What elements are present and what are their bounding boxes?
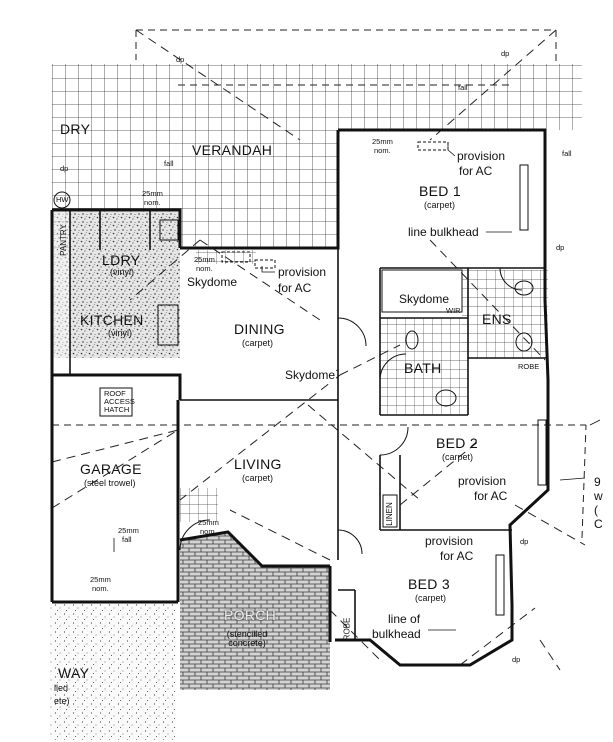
room-floor-bed3: (carpet): [415, 593, 447, 603]
dim-bed1-b: nom.: [374, 146, 391, 155]
label-roof-access-c: HATCH: [104, 405, 130, 414]
room-floor-kitchen: (vinyl): [108, 328, 132, 338]
room-label-dry-outdoor: DRY: [60, 121, 91, 137]
label-dp-3: dp: [60, 164, 69, 173]
label-pantry: PANTRY: [58, 224, 68, 256]
leaders: [113, 142, 601, 631]
dim-dining: 25mm: [194, 255, 215, 264]
room-label-porch: PORCH: [224, 607, 277, 623]
dim-garage-fall-b: fall: [122, 535, 132, 544]
internal-walls: [69, 210, 548, 640]
ldry-kitchen-vinyl: [70, 212, 180, 358]
dim-porch-b: nom.: [200, 527, 217, 536]
label-robe-bed3: ROBE: [342, 617, 352, 641]
edge-text-d: C: [594, 517, 603, 531]
note-line-bulkhead: line bulkhead: [408, 225, 479, 239]
label-dp-5: dp: [520, 537, 529, 546]
room-label-kitchen: KITCHEN: [80, 312, 144, 328]
dim-garage-nom-b: nom.: [92, 584, 109, 593]
verandah-grid: [52, 64, 582, 130]
living-entry-tiles: [180, 488, 218, 522]
dim-ldry-b: nom.: [144, 198, 161, 207]
room-label-ens: ENS: [482, 311, 512, 327]
note-provision-dining-b: for AC: [278, 281, 312, 295]
room-label-bed1: BED 1: [418, 183, 462, 199]
label-linen: LINEN: [384, 502, 394, 526]
room-floor-living: (carpet): [242, 473, 274, 483]
dim-porch: 25mm: [198, 518, 219, 527]
note-provision-dining: provision: [278, 265, 327, 279]
dim-ldry: 25mm: [142, 189, 163, 198]
dim-garage-fall: 25mm: [118, 526, 139, 535]
dim-bed1: 25mm: [372, 137, 393, 146]
room-floor-driveway-b: ete): [54, 696, 70, 706]
room-floor-porch: (stencilled concrete): [226, 629, 268, 648]
note-skydome-wir: Skydome: [398, 292, 451, 306]
door-swings: [179, 267, 523, 555]
label-fall-1: fall: [458, 83, 468, 92]
room-floor-bed2: (carpet): [442, 452, 474, 462]
label-wir: WIR: [446, 306, 461, 315]
room-label-bed3: BED 3: [408, 576, 450, 592]
note-skydome-bath: Skydome: [284, 368, 337, 382]
edge-text-c: (: [594, 503, 598, 517]
note-provision-bed3: provision: [425, 534, 474, 548]
note-provision-bed1: provision: [457, 149, 506, 163]
label-fall-3: fall: [562, 149, 572, 158]
note-line-of-bulkhead-b: bulkhead: [372, 627, 421, 641]
label-fall-2: fall: [164, 159, 174, 168]
pantry-vinyl: [52, 212, 70, 358]
room-floor-dining: (carpet): [242, 338, 274, 348]
fixtures: [53, 141, 547, 616]
room-floor-driveway-a: lled: [54, 683, 69, 693]
note-provision-bed3-b: for AC: [440, 549, 474, 563]
room-floor-bed1: (carpet): [424, 200, 456, 210]
label-dp-4: dp: [556, 243, 565, 252]
ens-tiles: [462, 270, 548, 358]
external-walls: [50, 128, 550, 667]
room-floor-ldry: (vinyl): [110, 267, 134, 277]
porch-concrete: [180, 532, 330, 690]
driveway-concrete: [50, 602, 176, 740]
room-label-bed2: BED 2: [436, 435, 478, 451]
label-roof-access: ROOF: [104, 389, 126, 398]
room-label-garage: GARAGE: [80, 461, 142, 477]
dim-dining-b: nom.: [196, 264, 213, 273]
room-label-driveway: WAY: [58, 665, 90, 681]
dim-garage-nom: 25mm: [90, 575, 111, 584]
note-provision-bed2: provision: [458, 474, 507, 488]
label-dp-2: dp: [501, 49, 510, 58]
room-floor-garage: (steel trowel): [84, 478, 136, 488]
note-skydome-dining: Skydome: [186, 275, 239, 289]
edge-text-b: w: [594, 489, 603, 503]
room-label-ldry: LDRY: [102, 252, 141, 268]
room-label-dining: DINING: [234, 321, 285, 337]
label-robe-ens: ROBE: [518, 362, 540, 371]
label-dp-6: dp: [512, 655, 521, 664]
bath-tiles: [380, 318, 468, 414]
label-dp-1: dp: [176, 55, 185, 64]
note-line-of-bulkhead: line of: [388, 612, 421, 626]
edge-text-a: 9: [594, 475, 601, 489]
note-provision-bed2-b: for AC: [474, 489, 508, 503]
room-label-living: LIVING: [234, 456, 282, 472]
room-label-bath: BATH: [404, 360, 442, 376]
room-label-verandah: VERANDAH: [192, 142, 273, 158]
label-roof-access-b: ACCESS: [104, 397, 135, 406]
note-provision-bed1-b: for AC: [459, 164, 493, 178]
label-hw: HW: [56, 195, 69, 204]
